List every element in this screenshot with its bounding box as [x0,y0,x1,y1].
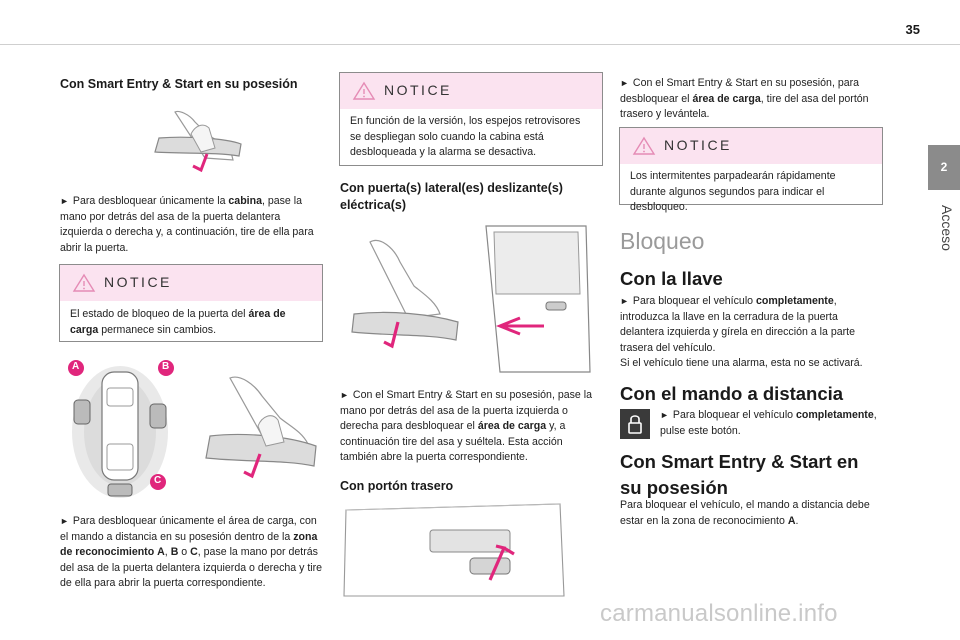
header-rule [0,44,960,45]
col3-key-para: ►Para bloquear el vehículo completamente… [620,295,863,369]
watermark: carmanualsonline.info [600,600,838,627]
chapter-tab[interactable]: 2 [928,145,960,190]
heading-smart-entry: Con Smart Entry & Start en su posesión [620,451,859,498]
warning-icon [352,81,376,100]
col3-smart-para: Para bloquear el vehículo, el mando a di… [620,499,870,527]
warning-icon [632,136,656,155]
lock-button-icon [620,409,650,439]
section-title-bloqueo: Bloqueo [620,228,705,254]
col1-notice: NOTICE El estado de bloqueo de la puerta… [59,264,323,342]
col2-para: ►Con el Smart Entry & Start en su posesi… [340,389,592,463]
col2-heading-sliding: Con puerta(s) lateral(es) deslizante(s) … [340,181,563,212]
page-number: 35 [905,22,920,37]
col2-notice: NOTICE En función de la versión, los esp… [339,72,603,166]
chapter-label: Acceso [939,205,955,251]
warning-icon [72,273,96,292]
zone-label-a: A [72,361,80,372]
col3-notice: NOTICE Los intermitentes parpadearán ráp… [619,127,883,213]
tailgate-illustration [340,500,570,598]
recognition-zone-diagram: A B C [62,354,182,504]
col2-heading-tailgate: Con portón trasero [340,479,454,493]
col1-heading: Con Smart Entry & Start en su posesión [60,77,298,91]
heading-con-la-llave: Con la llave [620,268,723,289]
col3-para: ►Con el Smart Entry & Start en su posesi… [620,77,869,120]
hand-handle-illustration-1 [145,108,245,188]
heading-mando-distancia: Con el mando a distancia [620,383,844,404]
zone-label-b: B [162,361,170,372]
col3-remote-para: ►Para bloquear el vehículo completamente… [660,409,877,437]
sliding-door-illustration [350,222,600,384]
zone-label-c: C [154,475,162,486]
col1-para2: ►Para desbloquear únicamente el área de … [60,515,323,589]
hand-handle-illustration-2 [200,372,318,500]
col1-para1: ►Para desbloquear únicamente la cabina, … [60,195,314,254]
